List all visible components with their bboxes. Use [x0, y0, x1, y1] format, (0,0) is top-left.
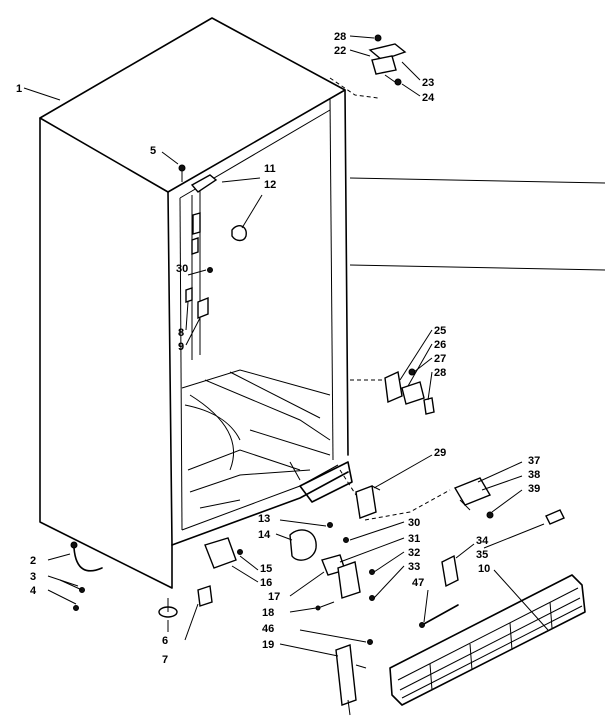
callout-14: 14: [258, 529, 271, 541]
callout-6: 6: [162, 635, 168, 647]
callout-30-lower: 30: [408, 517, 420, 529]
callout-3: 3: [30, 571, 36, 583]
callout-46: 46: [262, 623, 274, 635]
callout-8: 8: [178, 327, 184, 339]
callout-34: 34: [476, 535, 489, 547]
callout-26: 26: [434, 339, 446, 351]
callout-47: 47: [412, 577, 424, 589]
leader-line: [349, 177, 606, 184]
interior-parts: [185, 174, 263, 320]
callout-23: 23: [422, 77, 434, 89]
part-34: [441, 509, 565, 588]
leader-line: [349, 264, 606, 271]
callout-29: 29: [434, 447, 446, 459]
callout-11: 11: [264, 163, 276, 175]
front-lower-parts: [59, 522, 375, 716]
callout-2: 2: [30, 555, 36, 567]
callout-38: 38: [528, 469, 540, 481]
screw-5: [178, 164, 186, 182]
callout-18: 18: [262, 607, 274, 619]
callout-12: 12: [264, 179, 276, 191]
callout-31: 31: [408, 533, 420, 545]
callout-5: 5: [150, 145, 156, 157]
callout-25: 25: [434, 325, 446, 337]
callout-32: 32: [408, 547, 420, 559]
callout-4: 4: [30, 585, 37, 597]
callout-15: 15: [260, 563, 272, 575]
cabinet-body: [39, 17, 353, 589]
callout-28-mid: 28: [434, 367, 446, 379]
callout-27: 27: [434, 353, 446, 365]
base-grille: [389, 574, 586, 706]
rod-47: [419, 604, 459, 628]
callout-17: 17: [268, 591, 280, 603]
callout-24: 24: [422, 92, 435, 104]
callout-leaders: [23, 35, 549, 657]
bottom-hinge-bracket: [339, 469, 451, 521]
top-hinge: [329, 34, 407, 99]
callout-labels: 1 2 3 4 5 6 7 8 9 10 11 12 13 14 15 16 1…: [16, 31, 540, 666]
callout-28-top: 28: [334, 31, 346, 43]
callout-9: 9: [178, 341, 184, 353]
callout-35: 35: [476, 549, 488, 561]
callout-16: 16: [260, 577, 272, 589]
callout-10: 10: [478, 563, 490, 575]
callout-13: 13: [258, 513, 270, 525]
callout-37: 37: [528, 455, 540, 467]
callout-7: 7: [162, 654, 168, 666]
callout-22: 22: [334, 45, 346, 57]
callout-1: 1: [16, 83, 22, 95]
callout-19: 19: [262, 639, 274, 651]
callout-33: 33: [408, 561, 420, 573]
callout-30-upper: 30: [176, 263, 188, 275]
callout-39: 39: [528, 483, 540, 495]
bracket-37: [453, 477, 494, 519]
middle-hinge: [350, 368, 435, 415]
